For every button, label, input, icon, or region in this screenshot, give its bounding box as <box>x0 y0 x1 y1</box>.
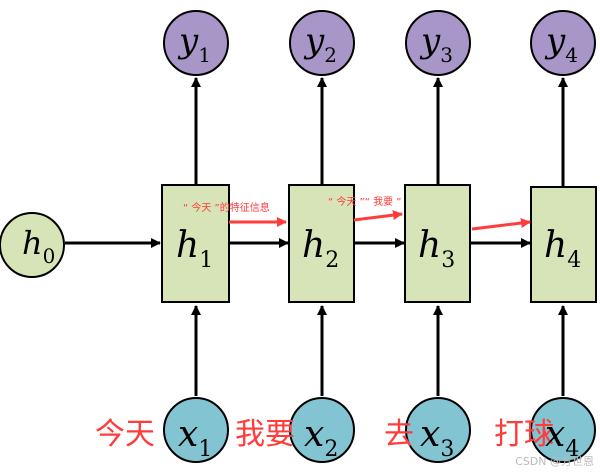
input-node-x3 <box>405 397 471 463</box>
output-node-y1 <box>163 10 229 76</box>
input-label-x3: x3 <box>420 414 454 462</box>
hidden-box-h3 <box>404 184 471 303</box>
input-word-2: 我要 <box>235 417 295 452</box>
input-nodes <box>163 397 596 463</box>
output-node-y4 <box>530 10 596 76</box>
red-arrow-2 <box>353 210 403 222</box>
output-node-y2 <box>289 10 355 76</box>
hidden-box-h1 <box>161 184 230 303</box>
output-label-y2: y2 <box>303 21 337 67</box>
hidden-box-h2 <box>288 184 355 303</box>
annotation-label-2: “ 今天 ”“ 我要 ” <box>328 195 401 208</box>
hidden-box-h4 <box>530 186 597 303</box>
initial-state-node <box>0 212 65 278</box>
input-node-x2 <box>289 397 355 463</box>
input-node-x1 <box>163 397 229 463</box>
output-node-y3 <box>405 10 471 76</box>
input-label-x1: x1 <box>178 414 212 462</box>
input-label-x2: x2 <box>304 414 338 462</box>
output-label-y1: y1 <box>177 21 211 67</box>
input-word-3: 去 <box>384 417 414 452</box>
input-arrows <box>191 305 568 396</box>
output-label-y3: y3 <box>419 21 453 67</box>
input-node-x4 <box>530 397 596 463</box>
annotation-arrows <box>229 210 531 231</box>
output-nodes <box>163 10 596 76</box>
red-arrow-3 <box>471 218 531 231</box>
annotation-label-1: “ 今天 ”的特征信息 <box>183 201 270 214</box>
watermark: CSDN @方世恩 <box>515 454 594 468</box>
hidden-nodes <box>161 184 597 303</box>
output-arrows <box>191 77 568 187</box>
input-label-x4: x4 <box>545 414 579 462</box>
hidden-label-h4: h4 <box>544 225 581 273</box>
hidden-label-h3: h3 <box>418 225 455 273</box>
input-word-4: 打球 <box>494 417 554 452</box>
initial-state-label: h0 <box>22 224 55 268</box>
output-label-y4: y4 <box>544 21 578 67</box>
input-word-1: 今天 <box>95 417 155 452</box>
hidden-label-h2: h2 <box>302 225 339 273</box>
hidden-label-h1: h1 <box>176 225 213 273</box>
